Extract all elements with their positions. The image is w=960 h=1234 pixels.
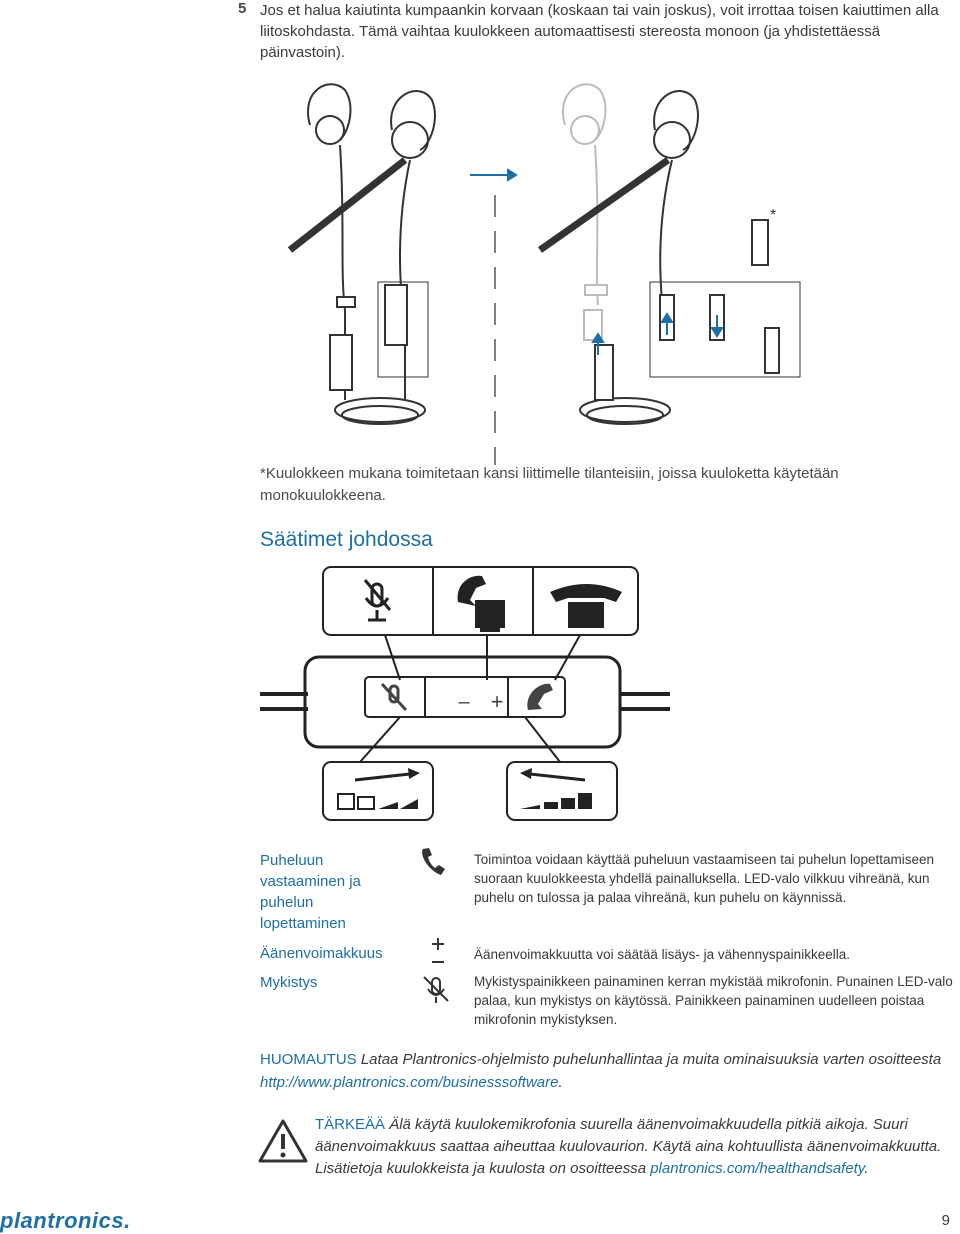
mute-button-icon: [380, 682, 408, 712]
warning-label: TÄRKEÄÄ: [315, 1116, 386, 1133]
classic-phone-icon: [550, 584, 622, 628]
row-desc-answer-end: Toimintoa voidaan käyttää puheluun vasta…: [474, 852, 935, 905]
warning-end: .: [864, 1160, 869, 1177]
row-desc-volume: Äänenvoimakkuutta voi säätää lisäys- ja …: [474, 947, 850, 962]
row-label-answer-end: Puheluun vastaaminen ja puhelun lopettam…: [260, 852, 361, 932]
warning-text: Älä käytä kuulokemikrofonia suurella ään…: [315, 1116, 942, 1177]
plus-minus-icon: [432, 938, 444, 963]
volume-down-label: –: [458, 691, 470, 713]
note-link[interactable]: http://www.plantronics.com/businesssoftw…: [260, 1074, 559, 1091]
note-label: HUOMAUTUS: [260, 1051, 357, 1068]
volume-decrease-icon: [337, 768, 420, 810]
warning-triangle-icon: [258, 1119, 308, 1163]
handset-icon: [422, 848, 445, 875]
page-number: 9: [941, 1212, 950, 1229]
headset-illustration: *: [287, 83, 801, 465]
mute-mic-icon: [363, 579, 392, 622]
row-desc-mute: Mykistyspainikkeen painaminen kerran myk…: [474, 974, 953, 1027]
volume-increase-icon: [520, 768, 592, 809]
section-title: Säätimet johdossa: [260, 528, 433, 551]
note-end: .: [558, 1074, 563, 1091]
desk-phone-icon: [457, 575, 505, 632]
call-button-icon: [527, 683, 553, 710]
row-label-volume: Äänenvoimakkuus: [260, 945, 383, 962]
warning-link[interactable]: plantronics.com/healthandsafety: [650, 1160, 865, 1177]
note-text: Lataa Plantronics-ohjelmisto puhelunhall…: [360, 1051, 942, 1068]
plantronics-logo: plantronics.: [0, 1208, 131, 1233]
step-text: Jos et halua kaiutinta kumpaankin korvaa…: [260, 2, 939, 61]
asterisk-mark: *: [770, 207, 776, 224]
inline-controls-illustration: – +: [260, 566, 670, 821]
footnote: *Kuulokkeen mukana toimitetaan kansi lii…: [260, 465, 839, 504]
row-label-mute: Mykistys: [260, 974, 318, 991]
note: HUOMAUTUS Lataa Plantronics-ohjelmisto p…: [260, 1048, 950, 1094]
volume-up-label: +: [491, 689, 504, 714]
warning: TÄRKEÄÄ Älä käytä kuulokemikrofonia suur…: [315, 1114, 945, 1180]
mute-mic-icon: [423, 976, 449, 1003]
step-number: 5: [238, 0, 247, 17]
